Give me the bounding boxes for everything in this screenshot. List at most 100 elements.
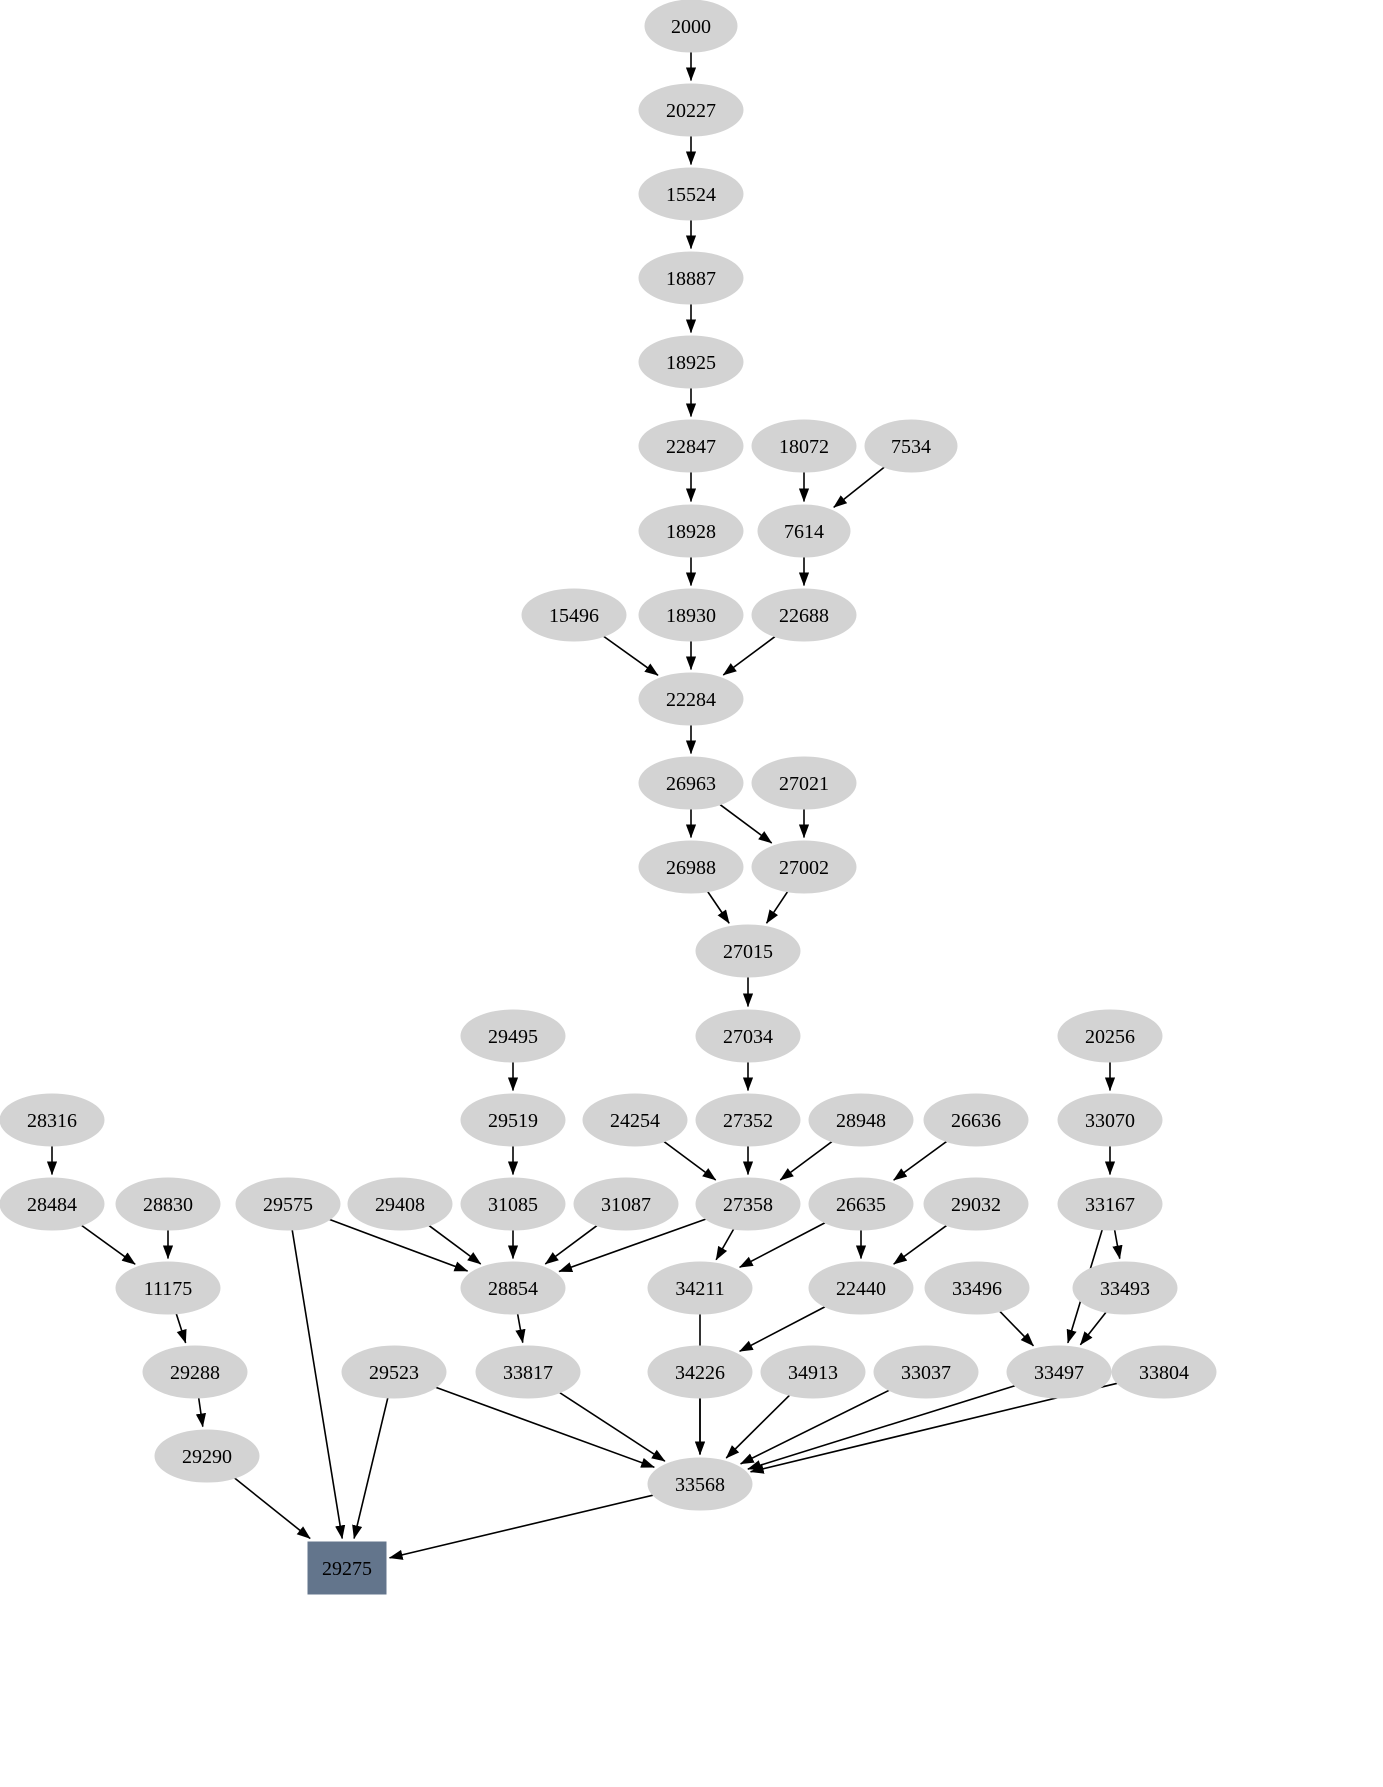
node-shape-ellipse[interactable] [808,1177,914,1231]
graph-node[interactable]: 29408 [347,1177,453,1231]
node-shape-ellipse[interactable] [235,1177,341,1231]
graph-node[interactable]: 28484 [0,1177,105,1231]
node-shape-ellipse[interactable] [521,588,627,642]
graph-node[interactable]: 27002 [751,840,857,894]
graph-node[interactable]: 18930 [638,588,744,642]
node-shape-ellipse[interactable] [460,1093,566,1147]
graph-node[interactable]: 2000 [644,0,738,53]
node-shape-ellipse[interactable] [347,1177,453,1231]
graph-node[interactable]: 27358 [695,1177,801,1231]
node-shape-ellipse[interactable] [1057,1177,1163,1231]
node-shape-rect[interactable] [307,1541,387,1595]
graph-node-highlighted[interactable]: 29275 [307,1541,387,1595]
graph-node[interactable]: 24254 [582,1093,688,1147]
node-shape-ellipse[interactable] [760,1345,866,1399]
graph-node[interactable]: 26963 [638,756,744,810]
graph-node[interactable]: 29519 [460,1093,566,1147]
node-shape-ellipse[interactable] [647,1457,753,1511]
graph-node[interactable]: 31085 [460,1177,566,1231]
graph-node[interactable]: 28830 [115,1177,221,1231]
graph-node[interactable]: 33568 [647,1457,753,1511]
graph-node[interactable]: 15496 [521,588,627,642]
graph-node[interactable]: 26635 [808,1177,914,1231]
graph-node[interactable]: 33804 [1111,1345,1217,1399]
graph-node[interactable]: 34211 [647,1261,753,1315]
node-shape-ellipse[interactable] [638,756,744,810]
node-shape-ellipse[interactable] [573,1177,679,1231]
graph-node[interactable]: 20256 [1057,1009,1163,1063]
node-shape-ellipse[interactable] [808,1093,914,1147]
node-shape-ellipse[interactable] [923,1093,1029,1147]
graph-node[interactable]: 33493 [1072,1261,1178,1315]
node-shape-ellipse[interactable] [1057,1009,1163,1063]
graph-node[interactable]: 29288 [142,1345,248,1399]
node-shape-ellipse[interactable] [695,1093,801,1147]
node-shape-ellipse[interactable] [0,1093,105,1147]
node-shape-ellipse[interactable] [638,251,744,305]
node-shape-ellipse[interactable] [638,167,744,221]
graph-node[interactable]: 27021 [751,756,857,810]
node-shape-ellipse[interactable] [923,1177,1029,1231]
node-shape-ellipse[interactable] [751,419,857,473]
node-shape-ellipse[interactable] [1111,1345,1217,1399]
node-shape-ellipse[interactable] [638,419,744,473]
graph-node[interactable]: 18928 [638,504,744,558]
node-shape-ellipse[interactable] [647,1345,753,1399]
node-shape-ellipse[interactable] [695,924,801,978]
graph-node[interactable]: 22440 [808,1261,914,1315]
node-shape-ellipse[interactable] [757,504,851,558]
node-shape-ellipse[interactable] [751,588,857,642]
graph-node[interactable]: 33037 [873,1345,979,1399]
graph-node[interactable]: 7534 [864,419,958,473]
node-shape-ellipse[interactable] [638,83,744,137]
node-shape-ellipse[interactable] [115,1261,221,1315]
node-shape-ellipse[interactable] [695,1177,801,1231]
graph-node[interactable]: 33817 [475,1345,581,1399]
node-shape-ellipse[interactable] [341,1345,447,1399]
node-shape-ellipse[interactable] [873,1345,979,1399]
graph-node[interactable]: 22688 [751,588,857,642]
node-shape-ellipse[interactable] [751,756,857,810]
graph-node[interactable]: 27015 [695,924,801,978]
graph-node[interactable]: 28316 [0,1093,105,1147]
graph-node[interactable]: 33167 [1057,1177,1163,1231]
graph-node[interactable]: 29032 [923,1177,1029,1231]
node-shape-ellipse[interactable] [1072,1261,1178,1315]
node-shape-ellipse[interactable] [115,1177,221,1231]
node-shape-ellipse[interactable] [638,504,744,558]
node-shape-ellipse[interactable] [582,1093,688,1147]
graph-node[interactable]: 26636 [923,1093,1029,1147]
graph-node[interactable]: 18072 [751,419,857,473]
node-shape-ellipse[interactable] [647,1261,753,1315]
graph-node[interactable]: 27034 [695,1009,801,1063]
node-shape-ellipse[interactable] [460,1261,566,1315]
graph-node[interactable]: 29495 [460,1009,566,1063]
graph-node[interactable]: 28854 [460,1261,566,1315]
graph-node[interactable]: 26988 [638,840,744,894]
node-shape-ellipse[interactable] [0,1177,105,1231]
node-shape-ellipse[interactable] [808,1261,914,1315]
node-shape-ellipse[interactable] [1057,1093,1163,1147]
node-shape-ellipse[interactable] [475,1345,581,1399]
graph-node[interactable]: 22284 [638,672,744,726]
graph-node[interactable]: 29523 [341,1345,447,1399]
graph-node[interactable]: 29290 [154,1429,260,1483]
node-shape-ellipse[interactable] [924,1261,1030,1315]
graph-node[interactable]: 11175 [115,1261,221,1315]
node-shape-ellipse[interactable] [460,1177,566,1231]
node-shape-ellipse[interactable] [638,840,744,894]
node-shape-ellipse[interactable] [638,588,744,642]
graph-node[interactable]: 27352 [695,1093,801,1147]
node-shape-ellipse[interactable] [638,335,744,389]
graph-node[interactable]: 33496 [924,1261,1030,1315]
node-shape-ellipse[interactable] [864,419,958,473]
graph-node[interactable]: 7614 [757,504,851,558]
graph-node[interactable]: 33070 [1057,1093,1163,1147]
graph-node[interactable]: 34913 [760,1345,866,1399]
graph-node[interactable]: 31087 [573,1177,679,1231]
graph-node[interactable]: 18925 [638,335,744,389]
graph-node[interactable]: 33497 [1006,1345,1112,1399]
node-shape-ellipse[interactable] [460,1009,566,1063]
graph-node[interactable]: 28948 [808,1093,914,1147]
node-shape-ellipse[interactable] [154,1429,260,1483]
